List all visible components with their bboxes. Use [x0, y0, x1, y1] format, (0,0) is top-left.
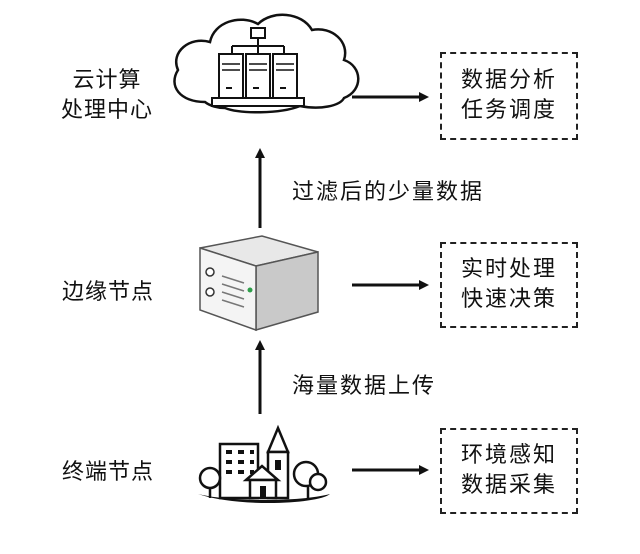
edge-task-box: 实时处理 快速决策	[440, 242, 578, 328]
cloud-server-icon	[173, 13, 360, 114]
server-rack-icon	[199, 235, 319, 332]
edge-node-label: 边缘节点	[61, 280, 154, 305]
terminal-task-box: 环境感知 数据采集	[440, 428, 578, 514]
city-buildings-icon	[198, 424, 330, 504]
flow-label-terminal-to-edge: 海量数据上传	[292, 374, 437, 399]
flow-label-edge-to-cloud: 过滤后的少量数据	[292, 180, 485, 205]
cloud-node-label: 云计算 处理中心	[60, 68, 153, 123]
terminal-node-label: 终端节点	[61, 460, 154, 485]
cloud-task-box: 数据分析 任务调度	[440, 52, 578, 140]
